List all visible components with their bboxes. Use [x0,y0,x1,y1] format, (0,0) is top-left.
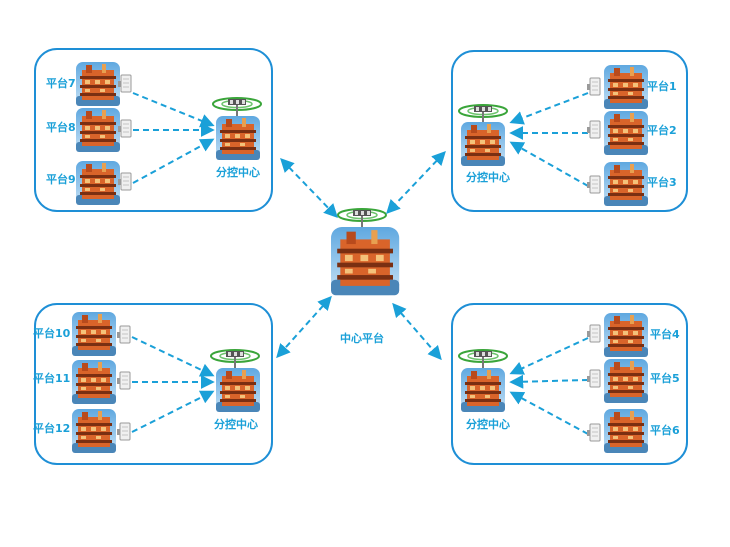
platform-rig-icon [604,409,648,453]
platform-label: 平台4 [650,327,680,341]
hub-rig-icon [216,368,260,412]
hub-rig-icon [461,122,505,166]
hub-rig-icon [461,368,505,412]
hub-label: 分控中心 [214,417,258,431]
platform-label: 平台3 [647,175,677,189]
platform-rig-icon [72,312,116,356]
link-center-top-right [386,150,446,215]
group-bottom-left: 平台10 平台11 平台12 分控中心 [33,312,260,453]
hub-label: 分控中心 [466,417,510,431]
hub-label: 分控中心 [466,170,510,184]
platform-rig-icon [72,360,116,404]
group-top-right: 平台1 平台2 平台3 分控中心 [458,65,677,206]
platform-label: 平台2 [647,123,677,137]
platform-label: 平台9 [46,172,76,186]
platform-rig-icon [604,65,648,109]
hub-rig-icon [216,116,260,160]
platform-rig-icon [604,162,648,206]
group-bottom-right: 平台4 平台5 平台6 分控中心 [458,313,680,453]
link-center-bottom-left [276,295,332,359]
center-platform: 中心平台 [331,208,400,345]
hub-label: 分控中心 [216,165,260,179]
platform-label: 平台10 [33,326,71,340]
platform-rig-icon [604,111,648,155]
group-top-left: 平台7 平台8 平台9 分控中心 [46,62,262,205]
platform-rig-icon [72,409,116,453]
platform-label: 平台8 [46,120,76,134]
platform-label: 平台5 [650,371,680,385]
platform-rig-icon [76,108,120,152]
platform-label: 平台6 [650,423,680,437]
platform-rig-icon [604,359,648,403]
platform-rig-icon [604,313,648,357]
link-center-bottom-right [392,302,442,361]
center-label: 中心平台 [340,331,384,345]
platform-label: 平台1 [647,79,677,93]
platform-label: 平台11 [33,371,70,385]
antenna-icon [337,208,387,228]
platform-rig-icon [76,62,120,106]
platform-rig-icon [76,161,120,205]
platform-label: 平台7 [46,76,76,90]
link-center-top-left [280,157,338,219]
platform-label: 平台12 [33,421,70,435]
center-rig-icon [331,227,400,296]
